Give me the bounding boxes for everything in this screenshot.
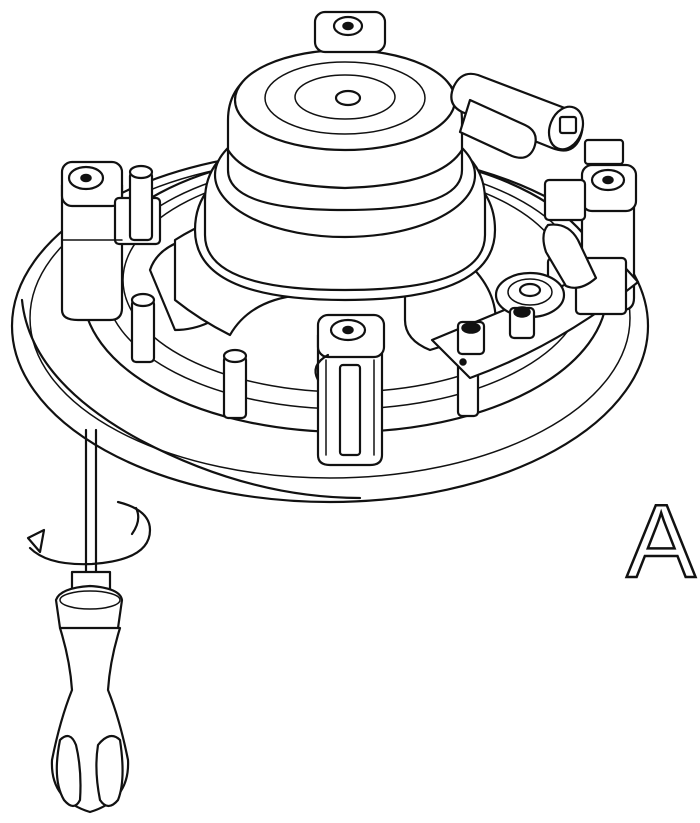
- support-post-3: [222, 348, 248, 420]
- mounting-clamp-front: [314, 313, 386, 467]
- step-label: A: [625, 484, 697, 600]
- speaker-magnet: [193, 48, 497, 302]
- rotation-arrow-icon: [26, 500, 152, 566]
- mounting-clamp-top: [313, 10, 387, 54]
- crossover-capacitor-icon: [450, 72, 625, 166]
- ceiling-speaker-icon: [10, 10, 650, 504]
- speaker-terminal-icon: [456, 271, 566, 366]
- screwdriver-icon: [50, 428, 130, 814]
- support-post-1: [128, 164, 154, 242]
- support-post-2: [130, 292, 156, 364]
